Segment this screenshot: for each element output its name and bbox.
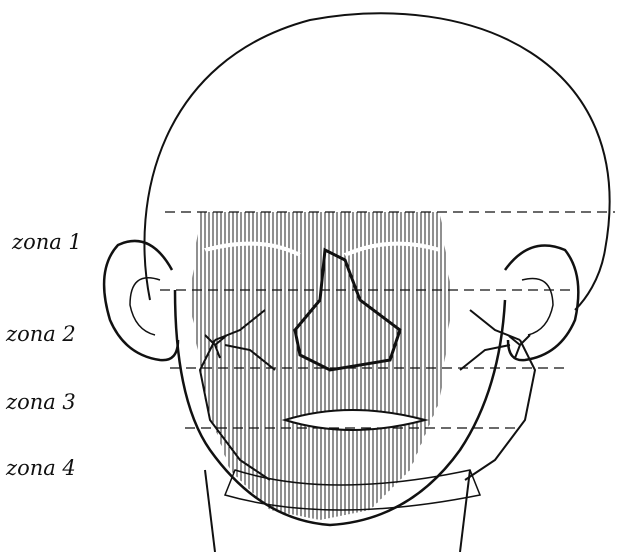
left-ear	[104, 241, 178, 360]
zone-label-1: zona 1	[12, 230, 82, 254]
neck-right	[460, 470, 470, 552]
face-hatching	[180, 210, 460, 530]
zone-label-4: zona 4	[6, 456, 76, 480]
right-nerve-branches	[460, 310, 535, 480]
neck-left	[205, 470, 215, 552]
zone-label-2: zona 2	[6, 322, 76, 346]
zone-label-3: zona 3	[6, 390, 76, 414]
